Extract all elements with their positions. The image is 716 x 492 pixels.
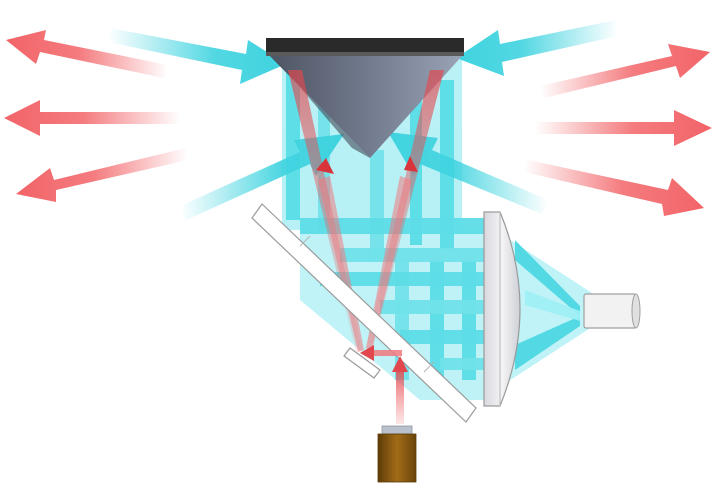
light-source [377, 425, 417, 483]
collecting-lens [483, 211, 521, 407]
red-arrow-right-3 [524, 160, 704, 216]
red-arrow-left-1 [6, 30, 168, 78]
reflector-mount [266, 38, 464, 56]
cone-body [270, 56, 462, 158]
red-arrow-left-3 [16, 148, 188, 202]
outgoing-red-arrows-right [524, 44, 712, 216]
detector [583, 293, 641, 329]
red-arrow-right-1 [540, 44, 710, 98]
cyan-arrow-side-right [388, 132, 548, 214]
cyan-arrow-top-left [108, 28, 286, 84]
source-beam [360, 345, 408, 424]
red-arrow-left-2 [4, 100, 180, 136]
red-arrow-right-2 [535, 110, 712, 146]
cyan-converging-beams [515, 240, 580, 370]
cyan-arrow-top-right [456, 20, 618, 76]
outgoing-red-arrows-left [4, 30, 188, 202]
cyan-arrow-side-left [180, 134, 344, 220]
small-mirror [343, 347, 381, 379]
beam-splitter [251, 203, 477, 423]
incoming-cyan-arrows [108, 20, 618, 220]
